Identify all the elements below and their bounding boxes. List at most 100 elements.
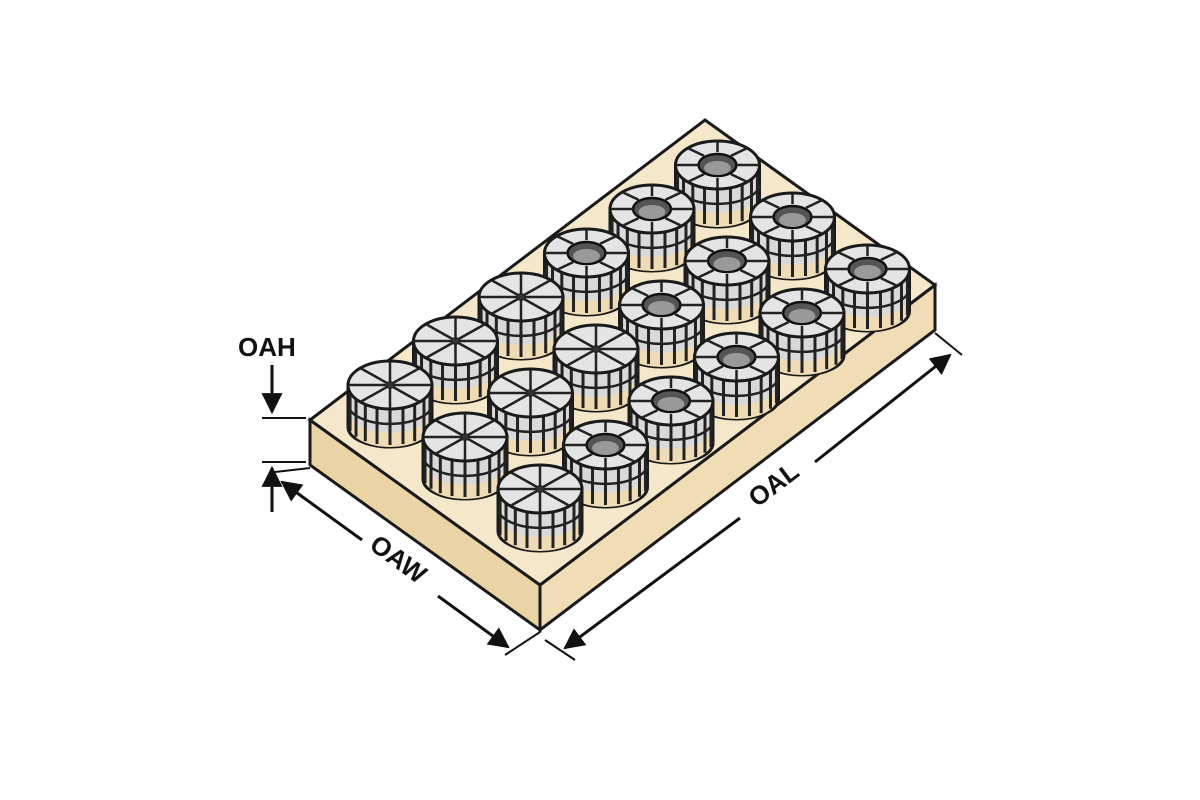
collet-base-band (425, 465, 505, 499)
collet-top-slot (541, 489, 570, 507)
collet-base-band (612, 237, 692, 271)
collet-base-band (350, 413, 430, 447)
collet-top-slot (575, 427, 593, 437)
collet-top-slot (837, 277, 855, 287)
collet-top-slot (556, 261, 574, 271)
collet-top-slot (631, 287, 649, 297)
collet-base-band (546, 281, 627, 315)
collet-top-slot (466, 437, 495, 455)
collet (627, 375, 715, 465)
collet-top-slot (762, 225, 780, 235)
collet-top-slot (566, 349, 595, 367)
collet-top-slot (683, 409, 701, 419)
collet-top-slot (880, 277, 898, 287)
collet-top-slot (618, 427, 636, 437)
collet-top-slot (664, 217, 682, 227)
collet-top-slot (457, 323, 486, 341)
collet-top-slot (618, 453, 636, 463)
collet-top-slot (697, 243, 715, 253)
collet-top-slot (597, 331, 626, 349)
collet-top-slot (360, 367, 389, 385)
height-label: OAH (238, 332, 296, 362)
collet-top-slot (541, 471, 570, 489)
collet-top-slot (687, 173, 705, 183)
collet (496, 463, 584, 553)
collet (824, 243, 911, 333)
collet (758, 287, 846, 377)
collet-top-slot (510, 489, 539, 507)
collet-top-slot (706, 365, 724, 375)
collet-top-slot (706, 339, 724, 349)
collet-top-slot (762, 199, 780, 209)
collet-top-slot (814, 295, 832, 305)
collet-top-slot (491, 279, 520, 297)
collet-top-slot (391, 367, 420, 385)
collet-top-slot (805, 199, 823, 209)
collet-top-slot (664, 191, 682, 201)
collet-base-band (565, 473, 646, 507)
collet-top-slot (391, 385, 420, 403)
collet-top-slot (674, 313, 692, 323)
collet-top-slot (435, 437, 464, 455)
collet-top-slot (566, 331, 595, 349)
collet-top-slot (730, 173, 748, 183)
collet-top-slot (641, 383, 659, 393)
width-arrow-right (437, 594, 510, 649)
collet-top-slot (599, 235, 617, 245)
height-dimension: OAH (238, 332, 306, 512)
collet-top-slot (425, 341, 454, 359)
collet-base-band (490, 421, 571, 455)
collet-top-slot (491, 297, 520, 315)
collet-top-slot (457, 341, 486, 359)
collet-top-slot (622, 191, 640, 201)
collet-top-slot (674, 287, 692, 297)
collet-base-band (827, 297, 908, 331)
collet-top-slot (597, 349, 626, 367)
collet-top-slot (880, 251, 898, 261)
collet-top-slot (466, 419, 495, 437)
collet-top-slot (730, 147, 748, 157)
collet-top-slot (772, 321, 790, 331)
collet (346, 359, 434, 449)
collet-top-slot (739, 269, 757, 279)
collet-base-band (696, 385, 777, 419)
collet-top-slot (805, 225, 823, 235)
collet-top-slot (599, 261, 617, 271)
collet-base-band (631, 429, 711, 463)
collet-base-band (762, 341, 842, 375)
collet-top-slot (749, 339, 767, 349)
collet-top-slot (837, 251, 855, 261)
collet-base-band (500, 517, 580, 551)
collet-top-slot (500, 393, 529, 411)
collet-top-slot (556, 235, 574, 245)
collet-top-slot (435, 419, 464, 437)
collet-grid (346, 139, 911, 553)
collet-top-slot (641, 409, 659, 419)
collet-top-slot (500, 375, 529, 393)
collet-top-slot (425, 323, 454, 341)
collet-top-slot (532, 375, 561, 393)
collet (683, 235, 771, 325)
collet-top-slot (522, 297, 551, 315)
width-arrow-left (280, 480, 363, 542)
length-arrow-right (814, 353, 952, 464)
collet (477, 271, 565, 361)
collet-top-slot (575, 453, 593, 463)
collet-top-slot (683, 383, 701, 393)
collet-base-band (621, 333, 702, 367)
length-arrow-left (563, 516, 741, 650)
collet (618, 279, 705, 369)
collet-top-slot (522, 279, 551, 297)
collet-top-slot (510, 471, 539, 489)
collet-base-band (481, 325, 561, 359)
collet-top-slot (622, 217, 640, 227)
collet-base-band (687, 289, 767, 323)
collet-top-slot (687, 147, 705, 157)
collet (749, 191, 836, 281)
collet-top-slot (532, 393, 561, 411)
collet-base-band (752, 245, 833, 279)
collet-top-slot (360, 385, 389, 403)
collet (552, 323, 640, 413)
